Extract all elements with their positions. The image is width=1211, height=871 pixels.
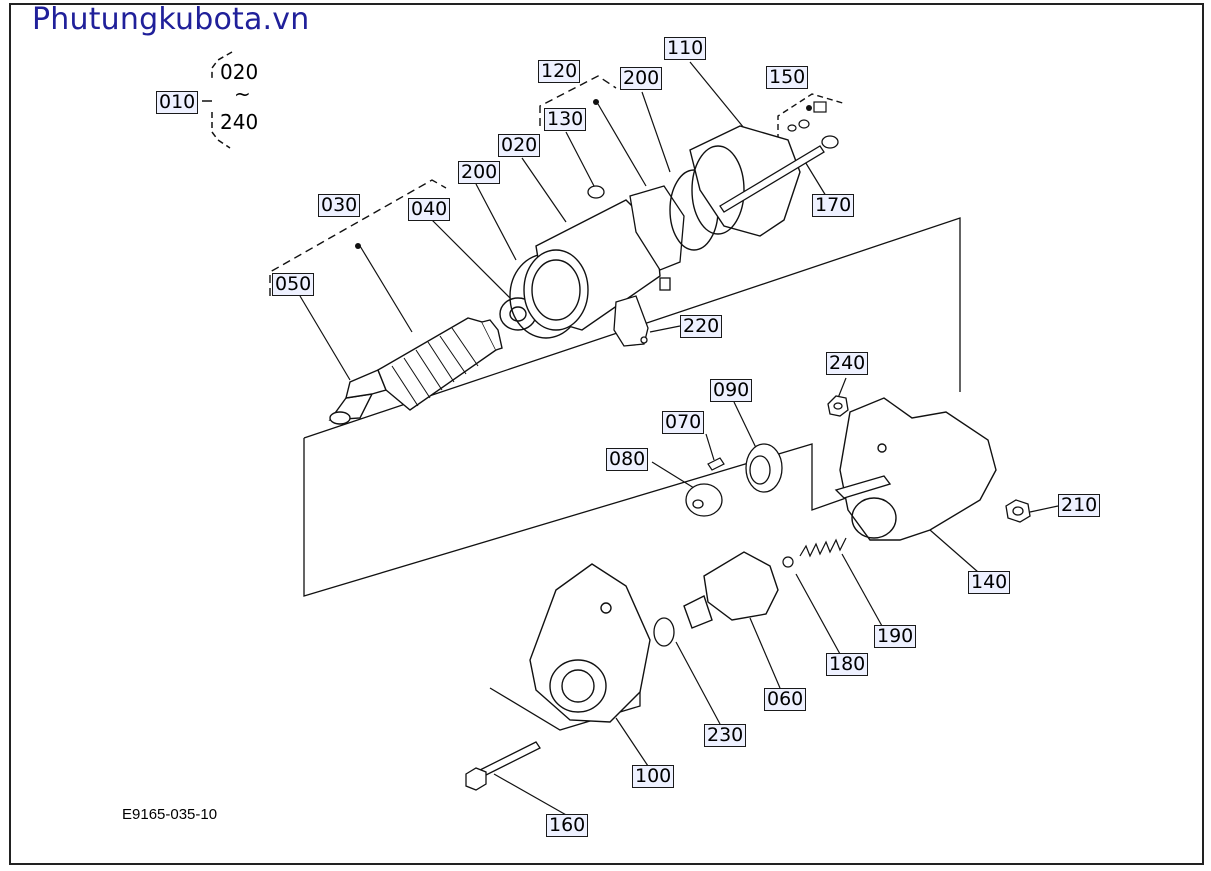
callout-070[interactable]: 070 (662, 411, 705, 434)
nut-part[interactable] (827, 395, 849, 417)
callout-140[interactable]: 140 (968, 571, 1011, 594)
group-frame-120 (539, 75, 617, 126)
range-to: 240 (220, 110, 259, 134)
idle-gear-part[interactable] (745, 443, 783, 493)
housing-part[interactable] (834, 397, 997, 541)
callout-240[interactable]: 240 (826, 352, 869, 375)
bolt-part[interactable] (465, 741, 541, 791)
leader-lines (299, 61, 1059, 817)
callout-060[interactable]: 060 (764, 688, 807, 711)
callout-050[interactable]: 050 (272, 273, 315, 296)
callout-040[interactable]: 040 (408, 198, 451, 221)
range-from: 020 (220, 60, 259, 84)
armature-part[interactable] (328, 317, 503, 425)
callout-160[interactable]: 160 (546, 814, 589, 837)
range-tilde: ~ (234, 82, 251, 106)
callout-080[interactable]: 080 (606, 448, 649, 471)
callout-020[interactable]: 020 (498, 134, 541, 157)
callout-010[interactable]: 010 (156, 91, 199, 114)
callout-170[interactable]: 170 (812, 194, 855, 217)
site-title: Phutungkubota.vn (32, 2, 310, 37)
retainer-part[interactable] (685, 483, 723, 517)
clutch-part[interactable] (683, 551, 779, 629)
ball-part[interactable] (782, 556, 794, 568)
callout-190[interactable]: 190 (874, 625, 917, 648)
group-frame-150 (777, 93, 847, 140)
pin-part[interactable] (707, 457, 725, 471)
callout-200-right[interactable]: 200 (620, 67, 663, 90)
callout-150[interactable]: 150 (766, 66, 809, 89)
callout-090[interactable]: 090 (710, 379, 753, 402)
callout-100[interactable]: 100 (632, 765, 675, 788)
spring-part[interactable] (799, 537, 847, 558)
front-bracket-part[interactable] (529, 563, 651, 723)
callout-120[interactable]: 120 (538, 60, 581, 83)
through-bolt-part[interactable] (719, 135, 839, 213)
o-ring-part-3[interactable] (653, 617, 675, 647)
callout-230[interactable]: 230 (704, 724, 747, 747)
end-cover-part[interactable] (689, 125, 801, 237)
callout-110[interactable]: 110 (664, 37, 707, 60)
drawing-code: E9165-035-10 (122, 806, 218, 823)
terminal-part[interactable] (613, 295, 649, 347)
callout-180[interactable]: 180 (826, 653, 869, 676)
dot-markers (355, 99, 812, 249)
callout-200-left[interactable]: 200 (458, 161, 501, 184)
range-bracket (202, 51, 233, 149)
nut-part-2[interactable] (1005, 499, 1031, 523)
yoke-part[interactable] (523, 199, 661, 331)
group-frame-030 (269, 179, 447, 296)
screw-part[interactable] (787, 101, 827, 132)
callout-210[interactable]: 210 (1058, 494, 1101, 517)
callout-030[interactable]: 030 (318, 194, 361, 217)
callout-130[interactable]: 130 (544, 108, 587, 131)
diagram-border (9, 3, 1204, 865)
callout-220[interactable]: 220 (680, 315, 723, 338)
